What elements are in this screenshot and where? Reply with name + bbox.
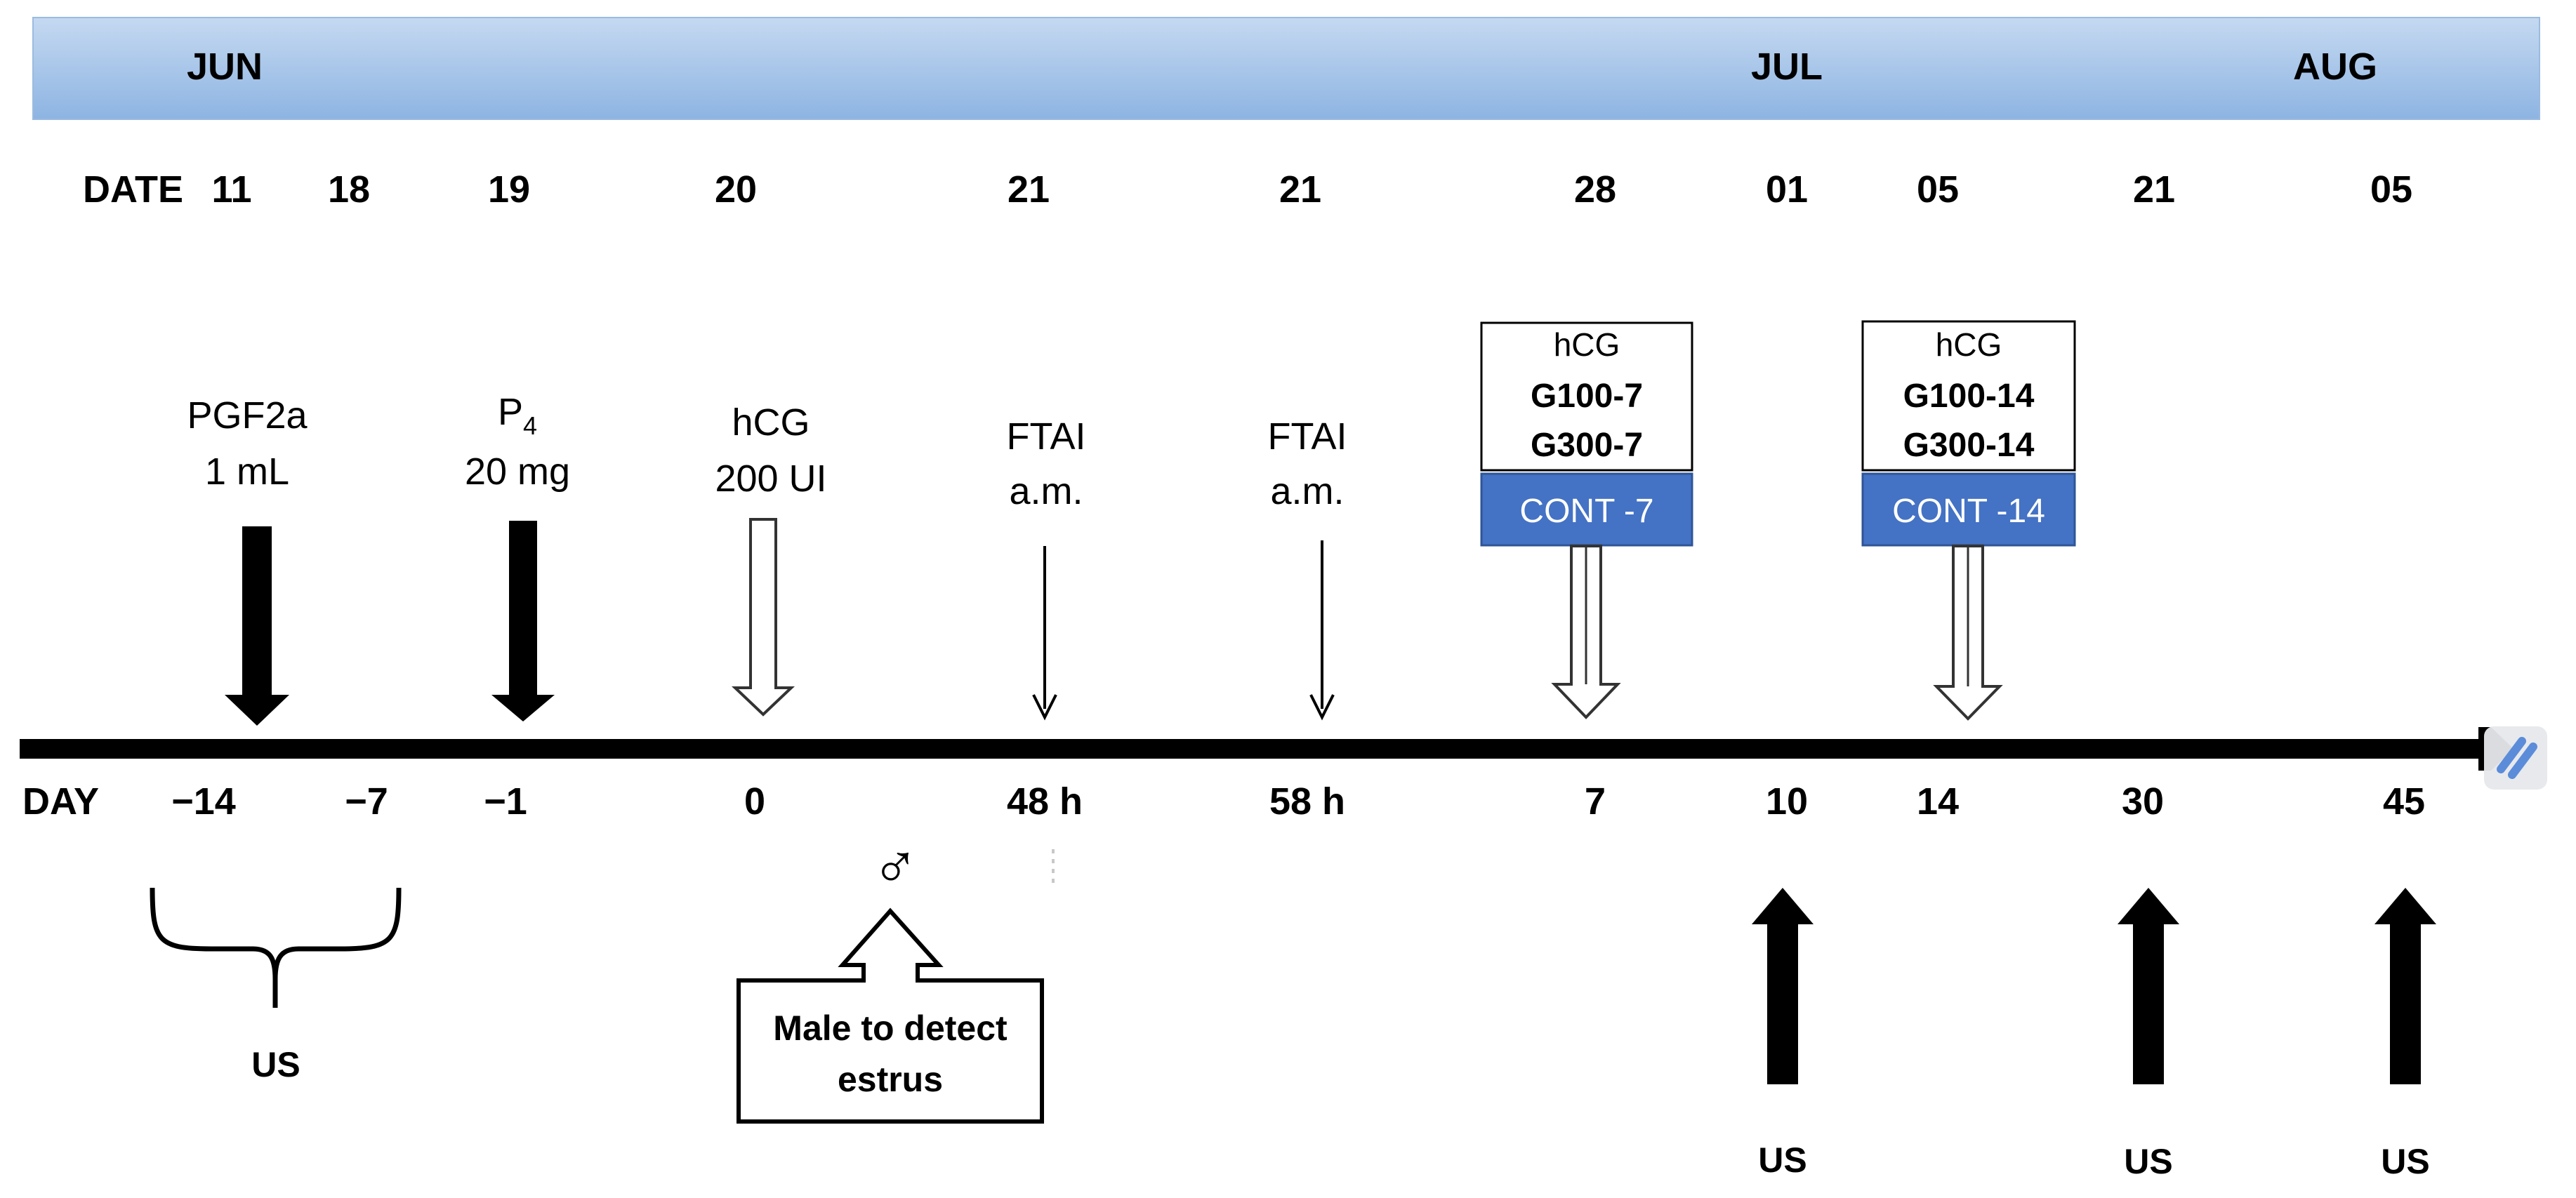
day-value: 45 <box>2383 780 2425 823</box>
day-value: 0 <box>744 780 765 823</box>
hcg-label: hCG <box>732 401 810 444</box>
date-value: 01 <box>1766 168 1808 211</box>
month-header-bar <box>32 17 2540 120</box>
date-value: 21 <box>1008 168 1050 211</box>
date-value: 21 <box>2133 168 2175 211</box>
day-value: 7 <box>1585 780 1606 823</box>
hcg-hollow-arrow <box>731 518 795 717</box>
month-jul: JUL <box>1751 46 1823 88</box>
group-g300: G300-7 <box>1531 427 1643 464</box>
male-callout-text: estrus <box>838 1060 943 1099</box>
p4-base: P <box>498 391 523 433</box>
ftai-label: FTAI <box>1007 415 1086 458</box>
date-value: 28 <box>1574 168 1616 211</box>
group-g100: G100-7 <box>1531 378 1643 415</box>
ftai-arrow-head <box>1309 694 1335 721</box>
day-value: −14 <box>171 780 236 823</box>
us-label: US <box>1758 1140 1806 1180</box>
ftai-time: a.m. <box>1270 470 1344 512</box>
control-group-label: CONT -14 <box>1892 493 2045 530</box>
date-value: 11 <box>211 168 251 211</box>
ftai-arrow-head <box>1032 694 1057 721</box>
us-label: US <box>2381 1142 2429 1181</box>
pgf2a-label: PGF2a <box>187 394 308 437</box>
ftai-label: FTAI <box>1268 415 1347 458</box>
group-box-day7: hCG G100-7 G300-7 CONT -7 <box>1480 321 1693 547</box>
hcg-group-box <box>1480 321 1693 472</box>
hcg-group-title: hCG <box>1936 326 2002 363</box>
day-value: 30 <box>2122 780 2164 823</box>
hcg-group-title: hCG <box>1554 326 1620 363</box>
date-value: 05 <box>1917 168 1959 211</box>
p4-dose: 20 mg <box>465 451 570 493</box>
male-symbol: ♂ <box>871 830 919 900</box>
hcg-dose: 200 UI <box>715 458 826 500</box>
day-value: 10 <box>1766 780 1808 823</box>
month-aug: AUG <box>2293 46 2377 88</box>
date-value: 05 <box>2370 168 2412 211</box>
ftai-time: a.m. <box>1009 470 1083 512</box>
group-g300: G300-14 <box>1903 427 2035 464</box>
group-box-day14: hCG G100-14 G300-14 CONT -14 <box>1861 320 2076 547</box>
pgf2a-dose: 1 mL <box>205 451 289 493</box>
date-header: DATE <box>83 168 183 211</box>
us-arrow <box>2374 888 2436 1084</box>
control-group-box <box>1861 472 2076 547</box>
p4-subscript: 4 <box>523 411 537 440</box>
us-arrow <box>2118 888 2179 1084</box>
day-value: −1 <box>484 780 527 823</box>
date-value: 18 <box>328 168 370 211</box>
month-jun: JUN <box>187 46 263 88</box>
us-label: US <box>2124 1142 2172 1181</box>
hcg-group-box <box>1861 320 2076 472</box>
date-value: 20 <box>715 168 757 211</box>
p4-arrow <box>491 521 555 721</box>
us-arrow <box>1752 888 1814 1084</box>
us-label: US <box>251 1045 300 1084</box>
control-group-label: CONT -7 <box>1519 493 1653 530</box>
timeline-axis <box>20 739 2492 759</box>
male-callout <box>737 907 1044 1124</box>
group-g100: G100-14 <box>1903 378 2035 415</box>
date-value: 21 <box>1279 168 1321 211</box>
p4-label: P4 <box>498 391 537 440</box>
day-value: 58 h <box>1269 780 1345 823</box>
expand-icon[interactable] <box>2484 726 2547 790</box>
day-value: −7 <box>345 780 388 823</box>
pgf2a-arrow <box>225 526 289 726</box>
male-callout-text: Male to detect <box>773 1009 1008 1048</box>
day-value: 48 h <box>1007 780 1083 823</box>
date-value: 19 <box>488 168 530 211</box>
day-value: 14 <box>1917 780 1959 823</box>
day-header: DAY <box>22 780 99 823</box>
us-brace <box>150 887 402 1008</box>
